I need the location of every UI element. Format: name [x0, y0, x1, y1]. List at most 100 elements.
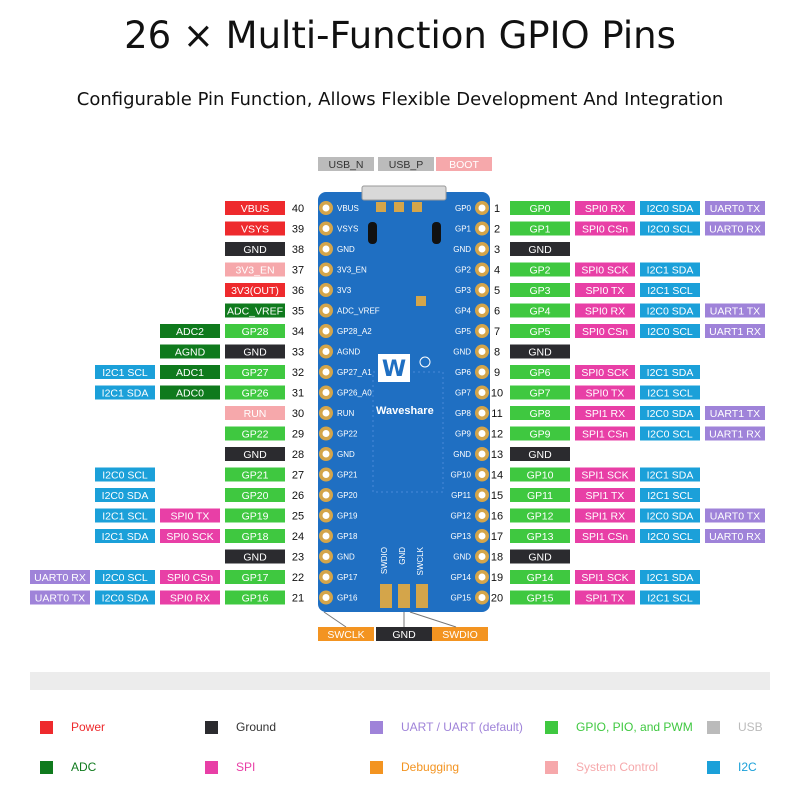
silk-label: GP15	[451, 594, 472, 603]
pin-hole	[478, 245, 486, 253]
pin-label: RUN	[225, 406, 285, 420]
pin-label-text: GP17	[242, 572, 269, 584]
pin-label-text: GP8	[529, 408, 550, 420]
pin-label: UART0 TX	[705, 201, 765, 215]
pin-label: I2C1 SCL	[640, 385, 700, 400]
pin-label: 3V3_EN	[225, 262, 285, 277]
pin-label: VSYS	[225, 221, 285, 236]
bottom-label: SWDIO	[432, 627, 488, 641]
pin-label-text: ADC2	[176, 326, 204, 338]
pin-label: I2C1 SCL	[95, 508, 155, 523]
silk-label: GP28_A2	[337, 327, 372, 336]
pin-hole	[478, 573, 486, 581]
pin-label-text: AGND	[175, 347, 206, 359]
pin-number: 34	[292, 326, 304, 338]
silk-label: GP1	[455, 225, 472, 234]
pin-number: 4	[494, 265, 500, 277]
pin-label: I2C1 SCL	[95, 365, 155, 379]
pin-label: GND	[510, 242, 570, 256]
pin-label: UART0 RX	[705, 529, 765, 543]
pin-number: 3	[494, 244, 500, 256]
pin-number: 8	[494, 347, 500, 359]
pin-label: I2C0 SDA	[640, 508, 700, 523]
pin-label: GP8	[510, 406, 570, 420]
pin-hole	[478, 430, 486, 437]
legend-item-usb: USB	[707, 720, 763, 734]
pin-label-text: GP20	[242, 490, 269, 502]
pin-label-text: I2C1 SDA	[647, 572, 694, 584]
pin-hole	[322, 553, 330, 560]
pin-label-text: VBUS	[241, 203, 270, 215]
pin-label: GP28	[225, 324, 285, 338]
pin-label: 3V3(OUT)	[225, 283, 285, 297]
silk-label: GP2	[455, 266, 472, 275]
silk-label: GP14	[451, 573, 472, 582]
pin-hole	[322, 389, 330, 396]
pin-label: GND	[510, 447, 570, 461]
pin-label: I2C1 SDA	[640, 365, 700, 379]
pin-label: GP0	[510, 201, 570, 215]
pin-label: GP15	[510, 590, 570, 605]
pin-label: SPI0 CSn	[575, 324, 635, 338]
legend-label: USB	[738, 720, 763, 734]
pin-label-text: ADC_VREF	[227, 306, 283, 318]
pin-label: I2C0 SDA	[640, 303, 700, 318]
pin-label-text: GND	[243, 552, 267, 564]
page-title: 26 × Multi-Function GPIO Pins	[124, 14, 676, 57]
pin-number: 38	[292, 244, 304, 256]
pin-label-text: GP13	[527, 531, 554, 543]
pin-number: 30	[292, 408, 304, 420]
pin-label: I2C0 SCL	[640, 426, 700, 441]
pin-number: 39	[292, 224, 304, 236]
pin-label-text: GND	[528, 552, 552, 564]
pin-label-text: SPI1 SCK	[581, 572, 628, 584]
pin-label: SPI0 SCK	[575, 365, 635, 379]
pin-hole	[322, 512, 330, 519]
pin-label-text: SPI0 TX	[586, 285, 625, 297]
board-outline	[318, 192, 490, 612]
pin-label-text: I2C0 SDA	[102, 593, 149, 605]
silk-label: ADC_VREF	[337, 307, 380, 316]
pin-hole	[322, 491, 330, 499]
silk-label: GP7	[455, 389, 472, 398]
pin-label-text: 3V3_EN	[235, 265, 274, 277]
pin-number: 1	[494, 203, 500, 215]
pin-label: I2C1 SCL	[640, 283, 700, 297]
pin-label: GP2	[510, 262, 570, 277]
pin-label-text: UART0 RX	[34, 572, 86, 584]
pin-hole	[322, 430, 330, 437]
pin-label-text: SPI1 SCK	[581, 470, 628, 482]
pin-label-text: GP3	[529, 285, 550, 297]
legend-swatch	[370, 720, 383, 734]
pin-label: SPI0 CSn	[575, 221, 635, 236]
pin-label: GND	[510, 344, 570, 359]
pin-label-text: I2C0 SDA	[647, 306, 694, 318]
pin-label: GP12	[510, 508, 570, 523]
pin-label: GP18	[225, 529, 285, 543]
silk-label: VBUS	[337, 204, 359, 213]
pin-label-text: SPI0 SCK	[581, 367, 628, 379]
silk-label: GP12	[451, 512, 472, 521]
pin-hole	[478, 389, 486, 396]
pin-label: GP21	[225, 467, 285, 482]
pin-label: SPI1 RX	[575, 508, 635, 523]
legend-label: Debugging	[401, 760, 460, 774]
silk-label: GP17	[337, 573, 358, 582]
pin-label-text: GP12	[527, 511, 554, 523]
pin-hole	[322, 225, 330, 232]
pin-number: 25	[292, 511, 304, 523]
usb-pad	[412, 202, 422, 212]
pin-label-text: SPI1 TX	[586, 593, 625, 605]
silk-label: GP8	[455, 409, 472, 418]
pin-label-text: GP18	[242, 531, 269, 543]
pin-hole	[478, 307, 486, 314]
pin-label: GP9	[510, 426, 570, 441]
silk-label: GP19	[337, 512, 358, 521]
legend-swatch	[707, 760, 720, 774]
silk-label: GND	[453, 553, 471, 562]
pin-label: ADC0	[160, 385, 220, 400]
top-label-text: BOOT	[449, 159, 479, 171]
legend-item-i2c: I2C	[707, 760, 757, 774]
pin-label: I2C1 SDA	[640, 467, 700, 482]
